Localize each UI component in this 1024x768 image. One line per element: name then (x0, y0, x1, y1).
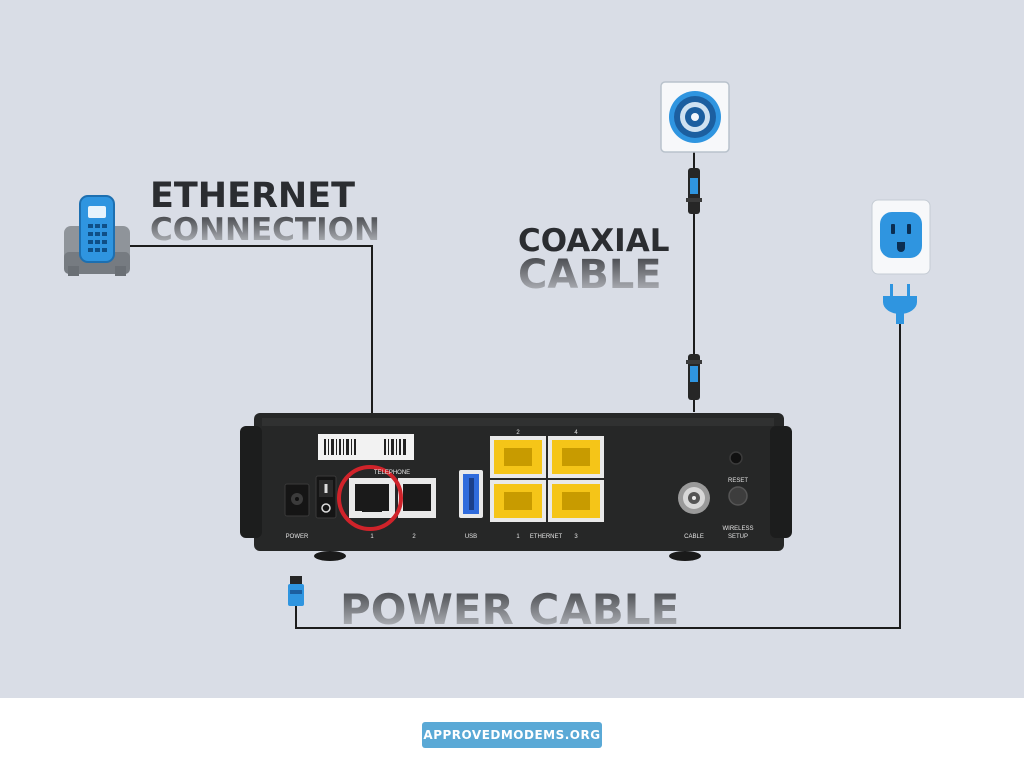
port-label-ethernet: ETHERNET (530, 534, 563, 540)
ethernet-label-line1: ETHERNET (150, 176, 355, 216)
modem-connection-diagram: 2 4 TELEPHONE RESET POWER 1 2 USB 1 ETHE… (64, 81, 931, 634)
coax-port (678, 482, 710, 514)
coax-connector-bottom-icon (686, 354, 702, 400)
telephone-icon (64, 195, 130, 276)
port-label-cable: CABLE (684, 534, 704, 540)
modem-device: 2 4 TELEPHONE RESET POWER 1 2 USB 1 ETHE… (240, 413, 792, 561)
power-cable-connector-icon (288, 576, 304, 606)
port-label-tel-2: 2 (412, 534, 416, 540)
site-badge[interactable]: APPROVEDMODEMS.ORG (422, 722, 602, 748)
port-label-eth-2: 2 (516, 430, 520, 436)
diagram-background (0, 0, 1024, 698)
telephone-port-2 (403, 484, 431, 511)
power-outlet-icon (871, 199, 931, 275)
port-label-eth-4: 4 (574, 430, 578, 436)
ethernet-ports (490, 436, 604, 522)
ethernet-label-line2: CONNECTION (150, 212, 380, 248)
cables (130, 152, 901, 629)
port-label-power: POWER (286, 534, 309, 540)
port-label-reset: RESET (728, 478, 748, 484)
port-label-wireless-2: SETUP (728, 534, 748, 540)
wireless-setup-button (728, 486, 748, 506)
port-label-eth-1: 1 (516, 534, 520, 540)
coax-wall-outlet-icon (660, 81, 730, 153)
ethernet-cable-line (130, 245, 373, 428)
power-plug-icon (883, 284, 917, 324)
highlight-circle (337, 465, 403, 531)
power-cable-label: POWER CABLE (340, 585, 679, 634)
coaxial-label-line1: COAXIAL (518, 223, 669, 259)
port-label-eth-3: 3 (574, 534, 578, 540)
reset-button (729, 451, 743, 465)
port-label-telephone: TELEPHONE (374, 470, 410, 476)
barcode-sticker (318, 434, 414, 460)
port-label-usb: USB (465, 534, 477, 540)
port-label-wireless-1: WIRELESS (722, 526, 753, 532)
port-label-tel-1: 1 (370, 534, 374, 540)
coaxial-label-line2: CABLE (518, 252, 662, 298)
power-cable-line (295, 322, 901, 629)
coax-connector-top-icon (686, 168, 702, 214)
